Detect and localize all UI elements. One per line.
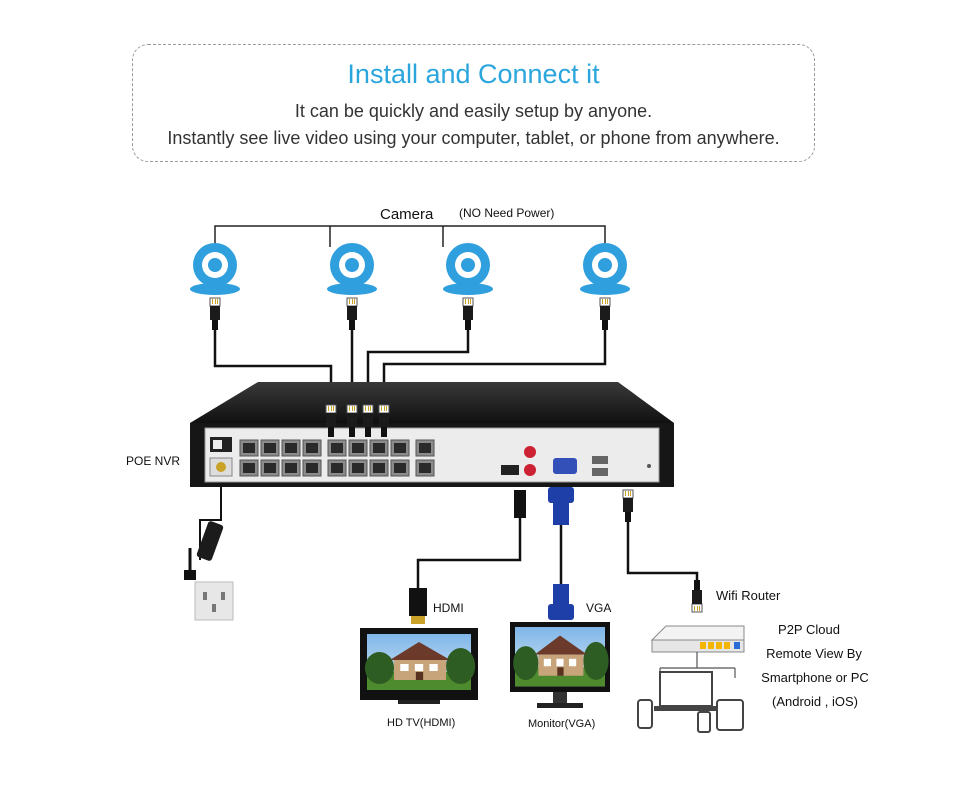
cloud-line2: Remote View By bbox=[766, 646, 862, 661]
power-adapter-icon bbox=[184, 521, 224, 580]
vga-plug-icon bbox=[548, 487, 574, 525]
ethernet-port-socket bbox=[352, 463, 364, 473]
camera-bracket bbox=[214, 225, 606, 247]
hdmi-port bbox=[501, 465, 519, 475]
ethernet-connector-icon bbox=[209, 297, 221, 331]
power-outlet-icon bbox=[194, 581, 234, 621]
ethernet-port-socket bbox=[352, 443, 364, 453]
monitor-icon bbox=[510, 622, 610, 708]
ethernet-connector-icon bbox=[599, 297, 611, 331]
ethernet-connector-icon bbox=[691, 579, 703, 613]
tv-label: HD TV(HDMI) bbox=[387, 717, 455, 729]
ethernet-connector-icon bbox=[622, 489, 634, 523]
camera-label: Camera bbox=[380, 206, 434, 223]
router-cable bbox=[626, 492, 699, 585]
nvr-label: POE NVR bbox=[126, 454, 180, 468]
page-title: Install and Connect it bbox=[347, 59, 600, 89]
router-label: Wifi Router bbox=[716, 588, 781, 603]
vga-port bbox=[553, 458, 577, 474]
ethernet-port-socket bbox=[285, 463, 297, 473]
header-box: Install and Connect it It can be quickly… bbox=[132, 44, 815, 162]
vga-label: VGA bbox=[586, 601, 611, 615]
wifi-router-icon bbox=[650, 625, 745, 653]
ethernet-port-socket bbox=[264, 463, 276, 473]
header-subtitle-line2: Instantly see live video using your comp… bbox=[167, 128, 780, 148]
laptop-icon bbox=[654, 671, 718, 711]
ethernet-port-socket bbox=[306, 443, 318, 453]
usb-port bbox=[592, 468, 608, 476]
ethernet-port-socket bbox=[394, 443, 406, 453]
ethernet-port-socket bbox=[394, 463, 406, 473]
vga-plug-icon bbox=[548, 584, 574, 620]
hdmi-label: HDMI bbox=[433, 601, 464, 615]
ethernet-port-socket bbox=[373, 463, 385, 473]
ethernet-port-socket bbox=[419, 443, 431, 453]
usb-port bbox=[592, 456, 608, 464]
ethernet-port-socket bbox=[373, 443, 385, 453]
poe-port-array bbox=[239, 439, 435, 477]
camera-cable bbox=[366, 330, 470, 405]
audio-port bbox=[524, 464, 536, 476]
ethernet-port-socket bbox=[285, 443, 297, 453]
ethernet-port-socket bbox=[419, 463, 431, 473]
power-cable bbox=[199, 487, 222, 560]
ethernet-port-socket bbox=[331, 463, 343, 473]
header-subtitle-line1: It can be quickly and easily setup by an… bbox=[294, 101, 653, 121]
hdmi-plug-icon bbox=[409, 588, 427, 624]
ethernet-port-socket bbox=[264, 443, 276, 453]
ethernet-port-socket bbox=[306, 463, 318, 473]
smartphone-icon bbox=[637, 699, 653, 729]
monitor-label: Monitor(VGA) bbox=[528, 718, 595, 730]
tablet-icon bbox=[716, 699, 744, 731]
cloud-line3: Smartphone or PC bbox=[761, 670, 869, 685]
ethernet-port-socket bbox=[243, 463, 255, 473]
camera-icon bbox=[327, 243, 377, 295]
ethernet-port-socket bbox=[331, 443, 343, 453]
cloud-line4: (Android , iOS) bbox=[772, 694, 858, 709]
camera-icon bbox=[580, 243, 630, 295]
camera-icon bbox=[443, 243, 493, 295]
ethernet-port-socket bbox=[243, 443, 255, 453]
camera-note: (NO Need Power) bbox=[459, 206, 554, 220]
hd-tv-icon bbox=[360, 628, 478, 704]
phone-icon bbox=[697, 711, 711, 733]
camera-icon bbox=[190, 243, 240, 295]
ethernet-connector-icon bbox=[346, 297, 358, 331]
cloud-line1: P2P Cloud bbox=[778, 622, 840, 637]
hdmi-cable bbox=[416, 490, 522, 590]
hdmi-plug-icon bbox=[514, 490, 526, 518]
audio-port bbox=[524, 446, 536, 458]
ethernet-connector-icon bbox=[462, 297, 474, 331]
